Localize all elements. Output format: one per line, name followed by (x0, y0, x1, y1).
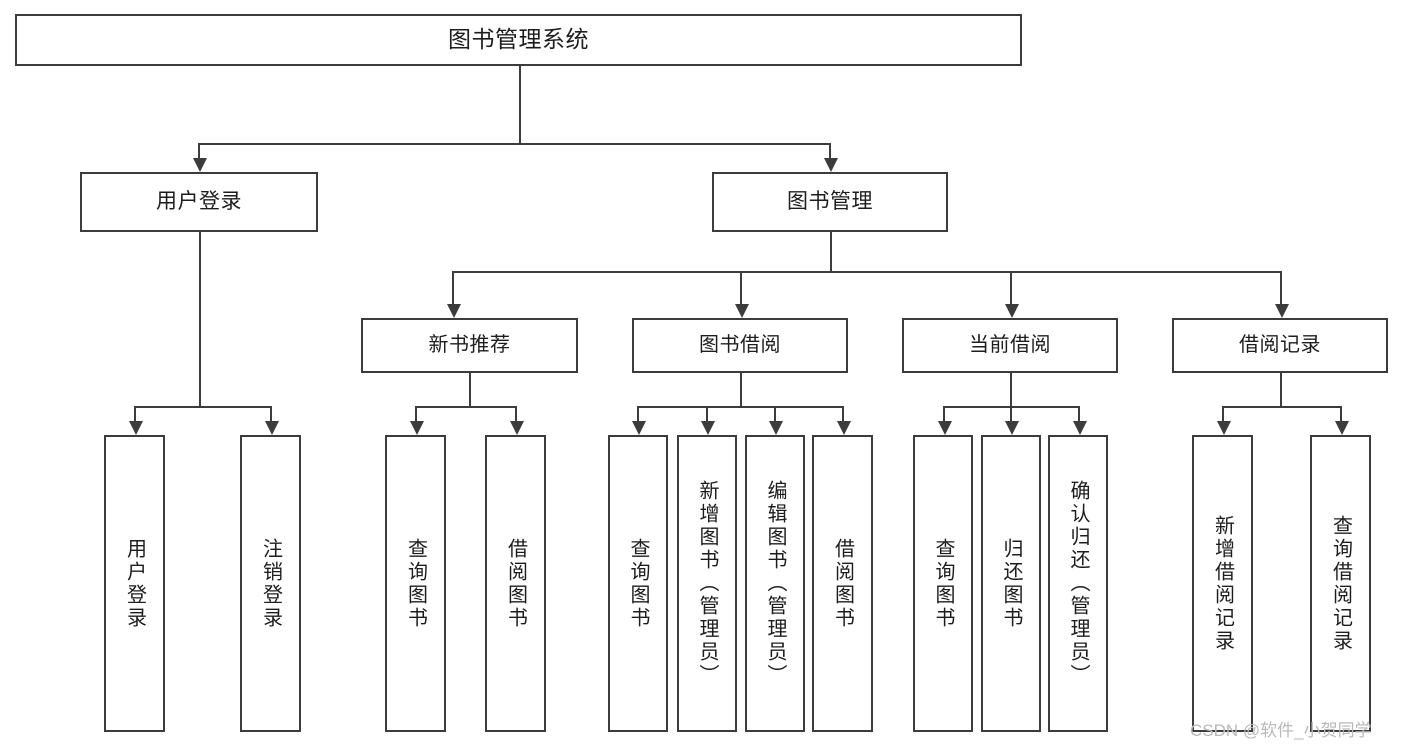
node-label: 新增借阅记录 (1211, 514, 1234, 653)
arrowhead-icon (447, 304, 461, 318)
connector-vertical (637, 406, 639, 421)
node-label: 新书推荐 (428, 333, 511, 356)
connector-vertical (415, 406, 417, 421)
arrowhead-icon (701, 421, 715, 435)
connector-vertical (829, 143, 831, 158)
connector-vertical (842, 406, 844, 421)
connector-vertical (1222, 406, 1224, 421)
node-leaf-edit-book[interactable]: 编辑图书（管理员） (745, 435, 805, 732)
arrowhead-icon (1073, 421, 1087, 435)
node-book-manage[interactable]: 图书管理 (712, 172, 948, 232)
node-label: 注销登录 (259, 537, 282, 630)
node-label: 借阅图书 (831, 537, 854, 630)
node-borrow-record[interactable]: 借阅记录 (1172, 318, 1388, 373)
node-leaf-query-book-1[interactable]: 查询图书 (385, 435, 446, 732)
arrowhead-icon (1005, 304, 1019, 318)
arrowhead-icon (769, 421, 783, 435)
node-new-book-rec[interactable]: 新书推荐 (361, 318, 578, 373)
node-label: 查询借阅记录 (1329, 514, 1352, 653)
connector-vertical (943, 406, 945, 421)
connector-vertical (1078, 406, 1080, 421)
connector-horizontal (637, 406, 842, 408)
connector-vertical (452, 271, 454, 304)
connector-vertical (134, 406, 136, 421)
node-leaf-user-logout[interactable]: 注销登录 (240, 435, 301, 732)
connector-horizontal (452, 271, 1280, 273)
node-label: 编辑图书（管理员） (764, 480, 786, 687)
connector-vertical (1280, 271, 1282, 304)
node-label: 用户登录 (123, 537, 146, 630)
connector-vertical (706, 406, 708, 421)
arrowhead-icon (510, 421, 524, 435)
node-label: 查询图书 (404, 537, 427, 630)
node-user-login[interactable]: 用户登录 (80, 172, 318, 232)
connector-vertical (469, 373, 471, 406)
connector-vertical (519, 66, 521, 143)
connector-vertical (1010, 271, 1012, 304)
connector-vertical (1010, 373, 1012, 406)
arrowhead-icon (824, 158, 838, 172)
arrowhead-icon (837, 421, 851, 435)
node-leaf-user-login[interactable]: 用户登录 (104, 435, 165, 732)
connector-vertical (740, 373, 742, 406)
connector-vertical (1340, 406, 1342, 421)
node-book-borrow[interactable]: 图书借阅 (632, 318, 848, 373)
arrowhead-icon (1275, 304, 1289, 318)
node-leaf-add-book[interactable]: 新增图书（管理员） (677, 435, 737, 732)
connector-vertical (1010, 406, 1012, 421)
watermark-text: CSDN @软件_小贺同学 (1190, 721, 1372, 740)
arrowhead-icon (410, 421, 424, 435)
connector-horizontal (1222, 406, 1340, 408)
connector-horizontal (198, 143, 829, 145)
node-leaf-query-record[interactable]: 查询借阅记录 (1310, 435, 1371, 732)
node-label: 新增图书（管理员） (696, 480, 718, 687)
node-leaf-borrow-book-1[interactable]: 借阅图书 (485, 435, 546, 732)
node-label: 借阅图书 (504, 537, 527, 630)
node-current-borrow[interactable]: 当前借阅 (902, 318, 1118, 373)
connector-vertical (515, 406, 517, 421)
arrowhead-icon (1335, 421, 1349, 435)
node-label: 用户登录 (156, 189, 242, 213)
node-label: 查询图书 (627, 537, 649, 630)
node-label: 当前借阅 (969, 333, 1051, 356)
connector-vertical (270, 406, 272, 421)
arrowhead-icon (632, 421, 646, 435)
arrowhead-icon (735, 304, 749, 318)
arrowhead-icon (129, 421, 143, 435)
node-leaf-query-book-3[interactable]: 查询图书 (913, 435, 973, 732)
arrowhead-icon (193, 158, 207, 172)
arrowhead-icon (1005, 421, 1019, 435)
node-leaf-query-book-2[interactable]: 查询图书 (608, 435, 668, 732)
connector-horizontal (415, 406, 515, 408)
connector-vertical (774, 406, 776, 421)
connector-vertical (740, 271, 742, 304)
arrowhead-icon (1217, 421, 1231, 435)
node-label: 确认归还（管理员） (1067, 480, 1089, 687)
connector-vertical (198, 143, 200, 158)
node-label: 借阅记录 (1239, 333, 1321, 356)
arrowhead-icon (265, 421, 279, 435)
node-root-system[interactable]: 图书管理系统 (15, 14, 1022, 66)
connector-vertical (199, 232, 201, 406)
node-label: 归还图书 (1000, 537, 1022, 630)
node-leaf-borrow-book-2[interactable]: 借阅图书 (812, 435, 873, 732)
node-leaf-return-book[interactable]: 归还图书 (981, 435, 1041, 732)
node-leaf-confirm-return[interactable]: 确认归还（管理员） (1048, 435, 1108, 732)
node-label: 图书管理 (787, 189, 873, 213)
connector-vertical (1280, 373, 1282, 406)
node-label: 图书借阅 (699, 333, 781, 356)
connector-horizontal (134, 406, 270, 408)
connector-vertical (830, 232, 832, 271)
node-label: 查询图书 (932, 537, 954, 630)
node-label: 图书管理系统 (448, 26, 589, 53)
arrowhead-icon (938, 421, 952, 435)
node-leaf-add-record[interactable]: 新增借阅记录 (1192, 435, 1253, 732)
